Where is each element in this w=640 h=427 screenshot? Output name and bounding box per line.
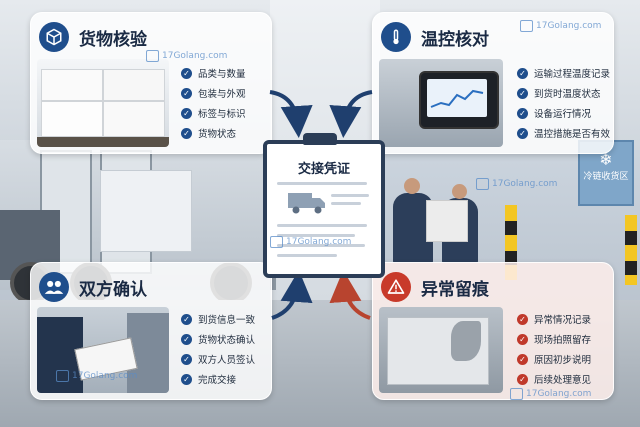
check-icon: ✓ [517,313,528,325]
panel-title: 温控核对 [421,29,489,50]
voucher-title: 交接凭证 [297,162,350,177]
check-icon: ✓ [517,127,528,139]
list-item: ✓运输过程温度记录 [517,63,610,83]
check-icon: ✓ [181,333,192,345]
check-icon: ✓ [517,87,528,99]
list-item: ✓异常情况记录 [517,309,591,329]
panel-anomaly-record: 异常留痕 ✓异常情况记录 ✓现场拍照留存 ✓原因初步说明 ✓后续处理意见 [372,262,614,400]
list-item: ✓完成交接 [181,369,255,389]
check-icon: ✓ [181,313,192,325]
list-item: ✓原因初步说明 [517,349,591,369]
watermark: 17Golang.com [510,388,591,400]
goods-photo [37,59,169,147]
thermometer-icon [381,22,411,52]
watermark: 17Golang.com [520,20,601,32]
check-icon: ✓ [517,333,528,345]
list-item: ✓现场拍照留存 [517,329,591,349]
check-icon: ✓ [181,373,192,385]
check-icon: ✓ [181,107,192,119]
truck-icon [287,190,327,220]
list-item: ✓后续处理意见 [517,369,591,389]
list-item: ✓到货时温度状态 [517,83,610,103]
handover-voucher: 交接凭证 [263,133,385,278]
watermark: 17Golang.com [56,370,137,382]
panel-mutual-confirmation: 双方确认 ✓到货信息一致 ✓货物状态确认 ✓双方人员签认 ✓完成交接 [30,262,272,400]
signing-photo [37,307,169,393]
list-item: ✓双方人员签认 [181,349,255,369]
check-icon: ✓ [517,353,528,365]
check-icon: ✓ [181,67,192,79]
check-icon: ✓ [517,373,528,385]
list-item: ✓设备运行情况 [517,103,610,123]
watermark: 17Golang.com [476,178,557,190]
clipboard-icon [303,133,337,145]
list-item: ✓到货信息一致 [181,309,255,329]
check-icon: ✓ [181,353,192,365]
panel-goods-verification: 货物核验 ✓品类与数量 ✓包装与外观 ✓标签与标识 ✓货物状态 [30,12,272,154]
warning-icon [381,272,411,302]
panel-title: 货物核验 [79,29,147,50]
panel-temperature-check: 温控核对 ✓运输过程温度记录 ✓到货时温度状态 ✓设备运行情况 ✓温控措施是否有… [372,12,614,154]
list-item: ✓货物状态 [181,123,246,143]
check-icon: ✓ [181,127,192,139]
panel-title: 双方确认 [79,279,147,300]
list-item: ✓标签与标识 [181,103,246,123]
panel-title: 异常留痕 [421,279,489,300]
watermark: 17Golang.com [270,236,351,248]
list-item: ✓包装与外观 [181,83,246,103]
list-item: ✓温控措施是否有效 [517,123,610,143]
check-icon: ✓ [517,107,528,119]
damaged-box-photo [379,307,503,393]
list-item: ✓货物状态确认 [181,329,255,349]
check-icon: ✓ [517,67,528,79]
box-icon [39,22,69,52]
list-item: ✓品类与数量 [181,63,246,83]
sign-label: 冷链收货区 [583,172,629,182]
temperature-device-photo [379,59,503,147]
check-icon: ✓ [181,87,192,99]
snowflake-icon: ❄ [599,150,613,169]
people-icon [39,272,69,302]
watermark: 17Golang.com [146,50,227,62]
